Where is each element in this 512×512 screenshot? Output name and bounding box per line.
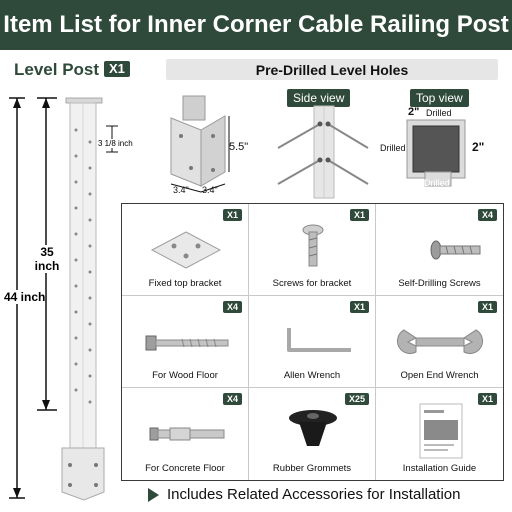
bracket-width-left-label: 3.4" — [173, 185, 189, 195]
side-view-drawing — [277, 105, 369, 199]
item-label: Self-Drilling Screws — [398, 278, 481, 289]
page-header: Item List for Inner Corner Cable Railing… — [0, 0, 512, 50]
item-qty-badge: X1 — [222, 209, 242, 221]
item-label: Fixed top bracket — [148, 278, 222, 289]
screw-icon — [302, 224, 324, 267]
item-label: For Wood Floor — [152, 370, 218, 381]
top-dim-right-label: 2" — [472, 140, 485, 154]
item-label: For Concrete Floor — [145, 463, 225, 474]
lag-screw-icon — [145, 335, 229, 351]
guide-booklet-icon — [419, 403, 463, 459]
item-wood-floor-screws: X4 For Wood Floor — [122, 296, 249, 388]
height-44-label: 44 inch — [4, 290, 46, 304]
item-rubber-grommets: X25 Rubber Grommets — [249, 388, 376, 480]
height-35-label: 35 inch — [32, 245, 62, 273]
item-qty-badge: X1 — [349, 209, 369, 221]
drilled-bottom-label: Drilled — [424, 178, 450, 188]
drill-screw-icon — [430, 240, 481, 260]
item-concrete-floor-anchors: X4 For Concrete Floor — [122, 388, 249, 480]
item-qty-badge: X4 — [222, 301, 242, 313]
items-grid: X1 Fixed top bracket X1 Screws for brack… — [121, 203, 504, 481]
item-qty-badge: X1 — [477, 301, 497, 313]
item-allen-wrench: X1 Allen Wrench — [249, 296, 376, 388]
item-qty-badge: X4 — [477, 209, 497, 221]
holes-title-bar: Pre-Drilled Level Holes — [166, 59, 498, 80]
item-label: Open End Wrench — [400, 370, 479, 381]
top-dim-top-label: 2" — [408, 106, 420, 118]
item-qty-badge: X4 — [222, 393, 242, 405]
grommet-icon — [289, 410, 337, 446]
level-post-title: Level Post — [14, 60, 100, 79]
anchor-bolt-icon — [149, 427, 225, 441]
item-qty-badge: X25 — [344, 393, 369, 405]
item-label: Rubber Grommets — [272, 463, 352, 474]
item-fixed-top-bracket: X1 Fixed top bracket — [122, 204, 249, 296]
item-open-end-wrench: X1 Open End Wrench — [376, 296, 503, 388]
item-screws-for-bracket: X1 Screws for bracket — [249, 204, 376, 296]
top-view-tag: Top view — [410, 89, 469, 107]
item-qty-badge: X1 — [477, 393, 497, 405]
item-installation-guide: X1 Installation Guide — [376, 388, 503, 480]
top-view-drawing — [406, 119, 466, 187]
bracket-height-label: 5.5" — [229, 141, 249, 153]
item-label: Screws for bracket — [272, 278, 352, 289]
allen-wrench-icon — [287, 328, 351, 352]
footer: Includes Related Accessories for Install… — [148, 486, 461, 503]
item-self-drilling-screws: X4 Self-Drilling Screws — [376, 204, 503, 296]
play-triangle-icon — [148, 487, 159, 502]
side-view-tag: Side view — [287, 89, 351, 107]
level-post-drawing — [9, 97, 118, 501]
item-qty-badge: X1 — [349, 301, 369, 313]
item-label: Installation Guide — [402, 463, 477, 474]
item-label: Allen Wrench — [283, 370, 341, 381]
hole-spacing-label: 3 1/8 inch — [98, 139, 133, 148]
drilled-top-label: Drilled — [426, 108, 452, 118]
bracket-3d-drawing — [170, 95, 230, 193]
footer-text: Includes Related Accessories for Install… — [167, 486, 461, 503]
page-title: Item List for Inner Corner Cable Railing… — [3, 11, 509, 38]
level-post-qty-badge: X1 — [104, 61, 130, 77]
bracket-icon — [150, 231, 222, 269]
drilled-left-label: Drilled — [380, 143, 406, 153]
bracket-width-right-label: 3.4" — [202, 185, 218, 195]
open-end-wrench-icon — [396, 329, 484, 355]
